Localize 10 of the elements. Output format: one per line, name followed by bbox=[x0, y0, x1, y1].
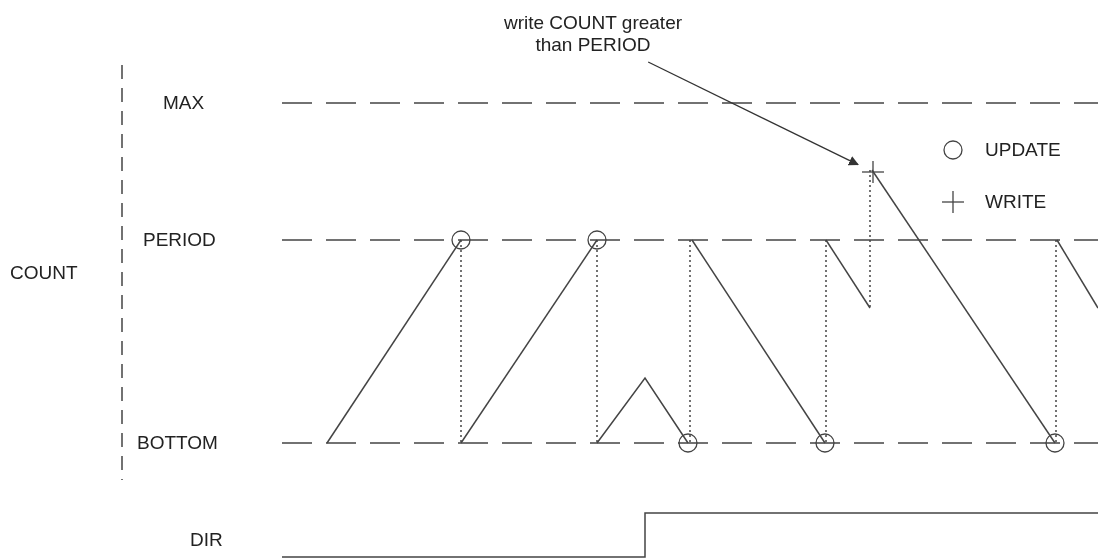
legend-label: UPDATE bbox=[985, 139, 1061, 161]
level-label: BOTTOM bbox=[137, 432, 218, 454]
callout-text: write COUNT greater than PERIOD bbox=[493, 12, 693, 56]
level-label: MAX bbox=[163, 92, 205, 114]
leader-line bbox=[647, 61, 859, 166]
axis-label: COUNT bbox=[10, 262, 78, 284]
legend-label: WRITE bbox=[985, 191, 1047, 213]
signal-label: DIR bbox=[190, 529, 223, 551]
level-label: PERIOD bbox=[143, 229, 216, 251]
write-marker-icon bbox=[861, 160, 885, 184]
